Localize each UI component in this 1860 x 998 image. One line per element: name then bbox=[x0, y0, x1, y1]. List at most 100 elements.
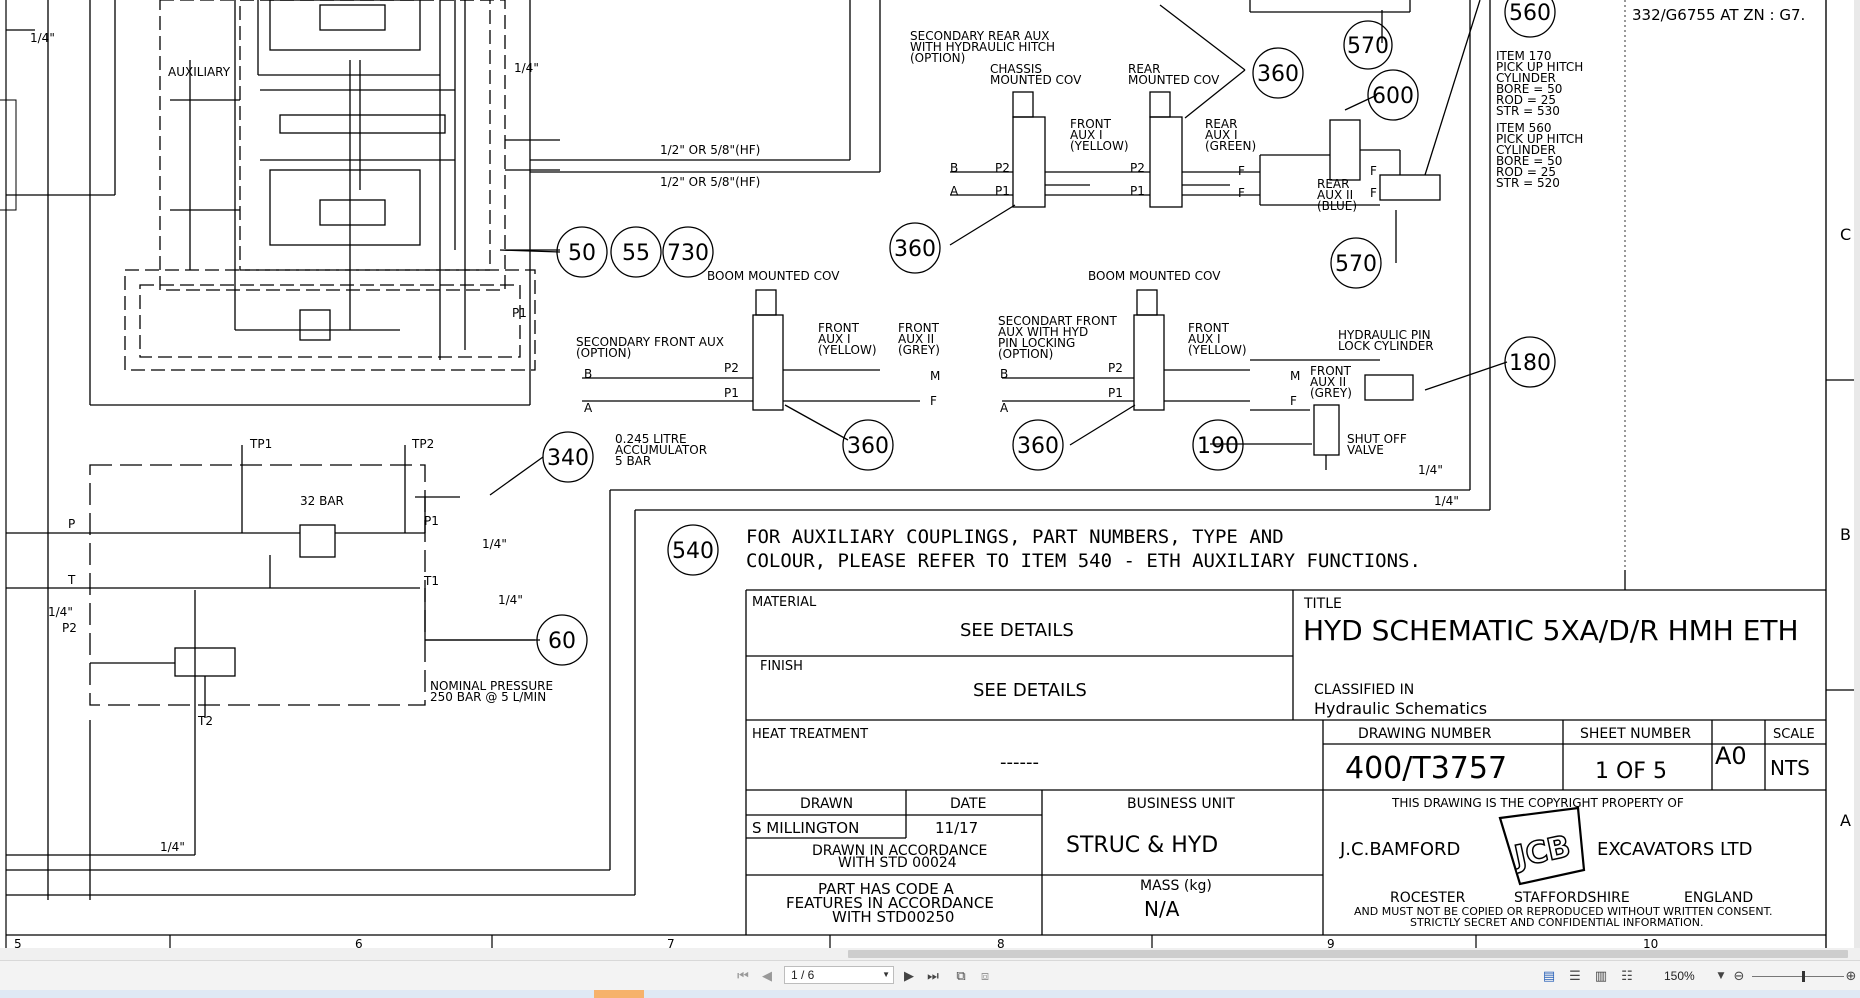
svg-text:9: 9 bbox=[1327, 937, 1335, 948]
material-label: MATERIAL bbox=[752, 595, 817, 610]
two-page-icon[interactable]: ▥ bbox=[1594, 968, 1608, 984]
svg-text:1/4": 1/4" bbox=[1418, 463, 1443, 477]
svg-text:1/4": 1/4" bbox=[1434, 494, 1459, 508]
zoom-slider[interactable] bbox=[1752, 971, 1844, 982]
material-value: SEE DETAILS bbox=[960, 620, 1074, 641]
balloon-labels: 560 570 360 600 570 360 50 55 730 180 36… bbox=[547, 1, 1551, 654]
svg-text:55: 55 bbox=[622, 241, 650, 266]
svg-text:A: A bbox=[950, 184, 959, 198]
scale-value: NTS bbox=[1770, 756, 1810, 780]
svg-text:190: 190 bbox=[1197, 434, 1239, 459]
zone-c: C bbox=[1840, 225, 1851, 244]
scale-label: SCALE bbox=[1773, 727, 1815, 742]
svg-text:P2: P2 bbox=[724, 361, 739, 375]
prev-page-icon[interactable]: ◀ bbox=[762, 968, 772, 984]
svg-text:WITH STD00250: WITH STD00250 bbox=[832, 908, 954, 926]
vertical-scrollbar[interactable] bbox=[1854, 0, 1860, 948]
svg-text:1/2" OR 5/8"(HF): 1/2" OR 5/8"(HF) bbox=[660, 175, 760, 189]
svg-text:STRICTLY SECRET AND CONFIDENTI: STRICTLY SECRET AND CONFIDENTIAL INFORMA… bbox=[1410, 916, 1704, 929]
svg-text:P1: P1 bbox=[724, 386, 739, 400]
zoom-in-icon[interactable]: ⊕ bbox=[1845, 968, 1857, 984]
svg-text:F: F bbox=[1290, 394, 1297, 408]
company-right: EXCAVATORS LTD bbox=[1597, 839, 1752, 860]
left-circuit bbox=[0, 0, 1491, 900]
zoom-level: 150% bbox=[1664, 969, 1695, 983]
svg-text:50: 50 bbox=[568, 241, 596, 266]
svg-text:10: 10 bbox=[1643, 937, 1658, 948]
svg-text:360: 360 bbox=[1257, 62, 1299, 87]
svg-text:F: F bbox=[1238, 186, 1245, 200]
svg-text:AND MUST NOT BE COPIED OR REPR: AND MUST NOT BE COPIED OR REPRODUCED WIT… bbox=[1354, 905, 1773, 918]
svg-text:60: 60 bbox=[548, 629, 576, 654]
note-540: FOR AUXILIARY COUPLINGS, PART NUMBERS, T… bbox=[746, 526, 1421, 572]
svg-text:SECONDARY FRONT AUX(OPTION): SECONDARY FRONT AUX(OPTION) bbox=[576, 335, 724, 360]
svg-text:B: B bbox=[584, 367, 592, 381]
continuous-icon[interactable]: ☰ bbox=[1569, 968, 1581, 984]
svg-text:T: T bbox=[67, 573, 76, 587]
svg-text:1/4": 1/4" bbox=[160, 840, 185, 854]
svg-text:5: 5 bbox=[14, 937, 22, 948]
mass-value: N/A bbox=[1144, 897, 1180, 921]
mass-label: MASS (kg) bbox=[1140, 878, 1212, 894]
svg-text:570: 570 bbox=[1347, 34, 1389, 59]
svg-text:7: 7 bbox=[667, 937, 675, 948]
svg-text:F: F bbox=[1238, 164, 1245, 178]
title-label: TITLE bbox=[1303, 596, 1342, 612]
zoom-dropdown-icon[interactable]: ▼ bbox=[1717, 971, 1725, 981]
svg-text:COLOUR, PLEASE REFER TO ITEM 5: COLOUR, PLEASE REFER TO ITEM 540 - ETH A… bbox=[746, 550, 1421, 572]
single-page-icon[interactable]: ▤ bbox=[1542, 968, 1556, 984]
viewer-toolbar: ⏮ ◀ 1 / 6▼ ▶ ⏭ ⧉ ⧈ ▤ ☰ ▥ ☷ 150% ▼ ⊖ ⊕ bbox=[0, 960, 1860, 991]
zoom-slider-knob[interactable] bbox=[1802, 971, 1805, 982]
svg-text:F: F bbox=[1370, 164, 1377, 178]
copyright-line: THIS DRAWING IS THE COPYRIGHT PROPERTY O… bbox=[1391, 796, 1684, 810]
svg-text:32 BAR: 32 BAR bbox=[300, 494, 344, 508]
page-number-input[interactable]: 1 / 6▼ bbox=[784, 966, 894, 984]
page-dropdown-icon[interactable]: ▼ bbox=[882, 970, 890, 979]
next-page-icon[interactable]: ▶ bbox=[904, 968, 914, 984]
svg-text:1/4": 1/4" bbox=[498, 593, 523, 607]
svg-text:1/4": 1/4" bbox=[30, 31, 55, 45]
right-circuit bbox=[582, 0, 1441, 470]
jcb-logo: JCB bbox=[1498, 806, 1586, 886]
first-page-icon[interactable]: ⏮ bbox=[737, 968, 749, 984]
svg-text:360: 360 bbox=[1017, 434, 1059, 459]
scroll-thumb[interactable] bbox=[848, 950, 1848, 958]
svg-text:P1: P1 bbox=[1108, 386, 1123, 400]
svg-text:360: 360 bbox=[847, 434, 889, 459]
leader-lines bbox=[425, 0, 1508, 641]
zoom-out-icon[interactable]: ⊖ bbox=[1733, 968, 1745, 984]
fit-page-icon[interactable]: ⧉ bbox=[956, 968, 966, 984]
svg-text:570: 570 bbox=[1335, 252, 1377, 277]
horizontal-scrollbar[interactable] bbox=[0, 948, 1860, 960]
svg-text:T1: T1 bbox=[423, 574, 439, 588]
svg-text:P2: P2 bbox=[62, 621, 77, 635]
svg-text:M: M bbox=[1290, 369, 1300, 383]
svg-text:P1: P1 bbox=[424, 514, 439, 528]
fit-width-icon[interactable]: ⧈ bbox=[980, 968, 990, 984]
scroll-mode-icon[interactable]: ☷ bbox=[1621, 968, 1633, 984]
drawn-label: DRAWN bbox=[800, 796, 853, 812]
svg-text:730: 730 bbox=[667, 241, 709, 266]
date-label: DATE bbox=[950, 796, 986, 812]
drawn-value: S MILLINGTON bbox=[752, 819, 859, 837]
svg-text:DRAWN IN ACCORDANCE: DRAWN IN ACCORDANCE bbox=[812, 843, 987, 859]
svg-text:STAFFORDSHIRE: STAFFORDSHIRE bbox=[1514, 890, 1630, 906]
zone-a: A bbox=[1840, 811, 1851, 830]
svg-text:AUXILIARY: AUXILIARY bbox=[168, 65, 231, 79]
last-page-icon[interactable]: ⏭ bbox=[927, 968, 939, 984]
company-left: J.C.BAMFORD bbox=[1339, 839, 1460, 860]
svg-text:1/4": 1/4" bbox=[514, 61, 539, 75]
